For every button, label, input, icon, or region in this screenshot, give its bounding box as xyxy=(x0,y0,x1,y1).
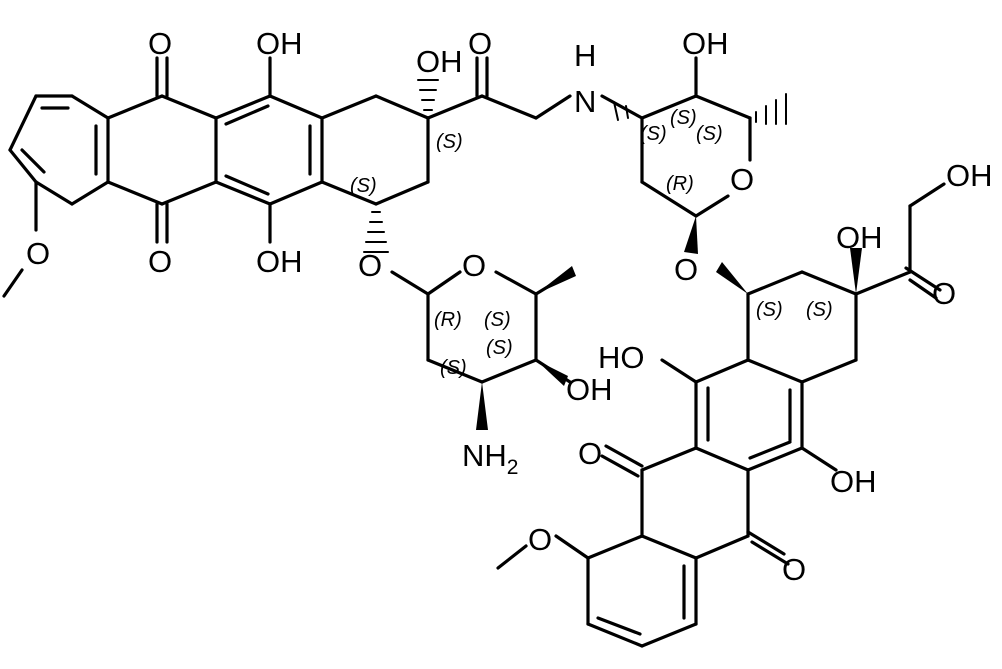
wedge-c9-oh-right xyxy=(850,248,862,294)
label-n-amine: N xyxy=(574,84,596,119)
stereo-sugar-right-anomeric: (R) xyxy=(666,173,694,195)
wedge-methyl xyxy=(536,266,576,294)
stereo-sugar-right-3: (S) xyxy=(696,123,723,145)
label-o-quinone-right-left: O xyxy=(578,436,602,471)
stereo-labels: (S) (S) (R) (S) (S) (S) (S) (S) (S) (R) … xyxy=(350,107,833,379)
hashed-methyl-right xyxy=(755,93,787,125)
label-oh-c9-left: OH xyxy=(416,44,463,79)
wedge-oh xyxy=(536,360,568,386)
label-h-amine: H xyxy=(574,38,596,73)
label-o-ring-sugar-left: O xyxy=(462,248,486,283)
label-o-ring-sugar-right: O xyxy=(730,162,754,197)
label-o-ketone-left: O xyxy=(468,26,492,61)
label-o-ketone-right: O xyxy=(932,276,956,311)
stereo-c9-right: (S) xyxy=(806,299,833,321)
label-oh-ring-right: OH xyxy=(830,464,877,499)
label-oh-sugar-left: OH xyxy=(566,372,613,407)
label-o-quinone-right-bottom: O xyxy=(782,552,806,587)
label-oh-terminal: OH xyxy=(946,158,993,193)
stereo-sugar-right-2: (S) xyxy=(670,107,697,129)
stereo-sugar-left-1: (R) xyxy=(434,309,462,331)
stereo-sugar-left-4: (S) xyxy=(440,357,467,379)
label-oh-top-left: OH xyxy=(256,26,303,61)
sugar-right-bonds xyxy=(600,56,752,218)
stereo-sugar-right-1: (S) xyxy=(640,123,667,145)
stereo-c7-right: (S) xyxy=(756,299,783,321)
hashed-nh-right xyxy=(613,101,629,121)
wedge-c7-o-right xyxy=(716,262,748,294)
label-o-methoxy-right: O xyxy=(528,522,552,557)
hashed-bond-c7-o xyxy=(363,211,389,253)
label-o-glycoside-left: O xyxy=(358,248,382,283)
label-oh-sugar-right-top: OH xyxy=(682,26,729,61)
label-oh-c9-right: OH xyxy=(836,220,883,255)
hashed-bond-c9-oh xyxy=(417,79,439,111)
label-o-quinone-top-left: O xyxy=(148,26,172,61)
wedge-nh2 xyxy=(476,382,488,430)
stereo-sugar-left-2: (S) xyxy=(484,309,511,331)
label-o-quinone-bottom-left: O xyxy=(148,244,172,279)
aglycone-left-bonds xyxy=(2,56,572,298)
wedge-anomeric-right xyxy=(684,216,698,254)
label-o-methoxy-left: O xyxy=(26,236,50,271)
atom-labels: O OH OH O H N OH O OH O OH O O O OH NH2 … xyxy=(26,26,993,587)
label-nh2: NH2 xyxy=(462,438,518,479)
aglycone-right-bonds xyxy=(496,182,946,648)
label-oh-bottom-left: OH xyxy=(256,244,303,279)
stereo-c9-left: (S) xyxy=(436,131,463,153)
stereo-c7-left: (S) xyxy=(350,175,377,197)
stereo-sugar-left-3: (S) xyxy=(486,337,513,359)
label-o-glycoside-right: O xyxy=(674,252,698,287)
label-ho-ring-right: HO xyxy=(598,340,645,375)
